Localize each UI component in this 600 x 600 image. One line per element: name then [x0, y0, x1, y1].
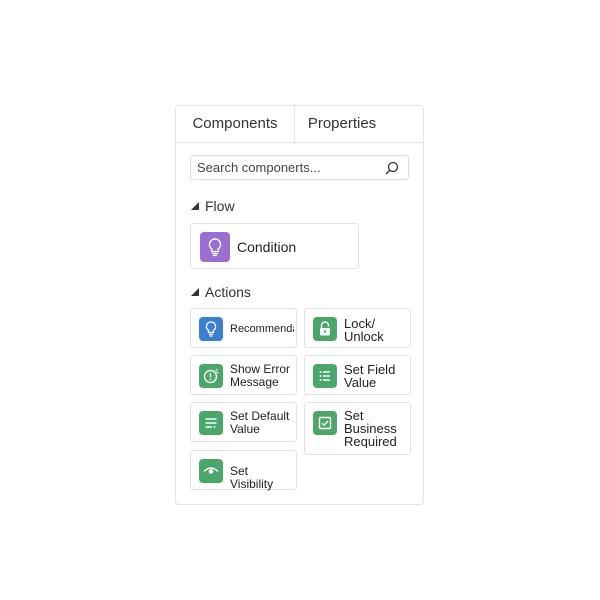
section-actions-label: Actions	[205, 284, 251, 300]
list-default-icon	[199, 411, 223, 435]
component-show-error-message-label: Show Error Message	[230, 363, 291, 389]
component-recommendation[interactable]: Recommenda	[190, 308, 297, 348]
search-input[interactable]	[197, 158, 377, 177]
component-set-default-value[interactable]: Set Default Value	[190, 402, 297, 442]
component-lock-unlock[interactable]: Lock/ Unlock	[304, 308, 411, 348]
component-recommendation-label: Recommenda	[230, 323, 294, 335]
eye-icon	[199, 459, 223, 483]
search-icon[interactable]	[385, 161, 399, 175]
tab-properties[interactable]: Properties	[307, 115, 377, 132]
component-set-visibility[interactable]: Set Visibility	[190, 450, 297, 491]
tab-bar: Components Properties	[176, 106, 423, 143]
component-condition[interactable]: Condition	[190, 223, 359, 269]
component-set-field-value[interactable]: Set Field Value	[304, 355, 411, 395]
component-set-business-required[interactable]: Set Business Required	[304, 402, 411, 455]
component-lock-unlock-label: Lock/ Unlock	[344, 317, 384, 343]
error-icon	[199, 364, 223, 388]
caret-down-icon	[191, 202, 199, 210]
section-flow-label: Flow	[205, 198, 235, 214]
checkbox-icon	[313, 411, 337, 435]
search-box	[190, 155, 409, 180]
lightbulb-icon	[199, 317, 223, 341]
component-set-visibility-label: Set Visibility	[230, 465, 274, 491]
lock-icon	[313, 317, 337, 341]
component-set-field-value-label: Set Field Value	[344, 363, 396, 389]
components-panel: Components Properties Flow Condition Act…	[175, 105, 424, 505]
list-icon	[313, 364, 337, 388]
component-show-error-message[interactable]: Show Error Message	[190, 355, 297, 395]
section-actions-header[interactable]: Actions	[191, 283, 251, 301]
caret-down-icon	[191, 288, 199, 296]
component-set-business-required-label: Set Business Required	[344, 409, 397, 448]
tab-components[interactable]: Components	[176, 106, 295, 142]
lightbulb-icon	[200, 232, 230, 262]
component-condition-label: Condition	[237, 239, 297, 255]
section-flow-header[interactable]: Flow	[191, 197, 235, 215]
component-set-default-value-label: Set Default Value	[230, 410, 290, 436]
